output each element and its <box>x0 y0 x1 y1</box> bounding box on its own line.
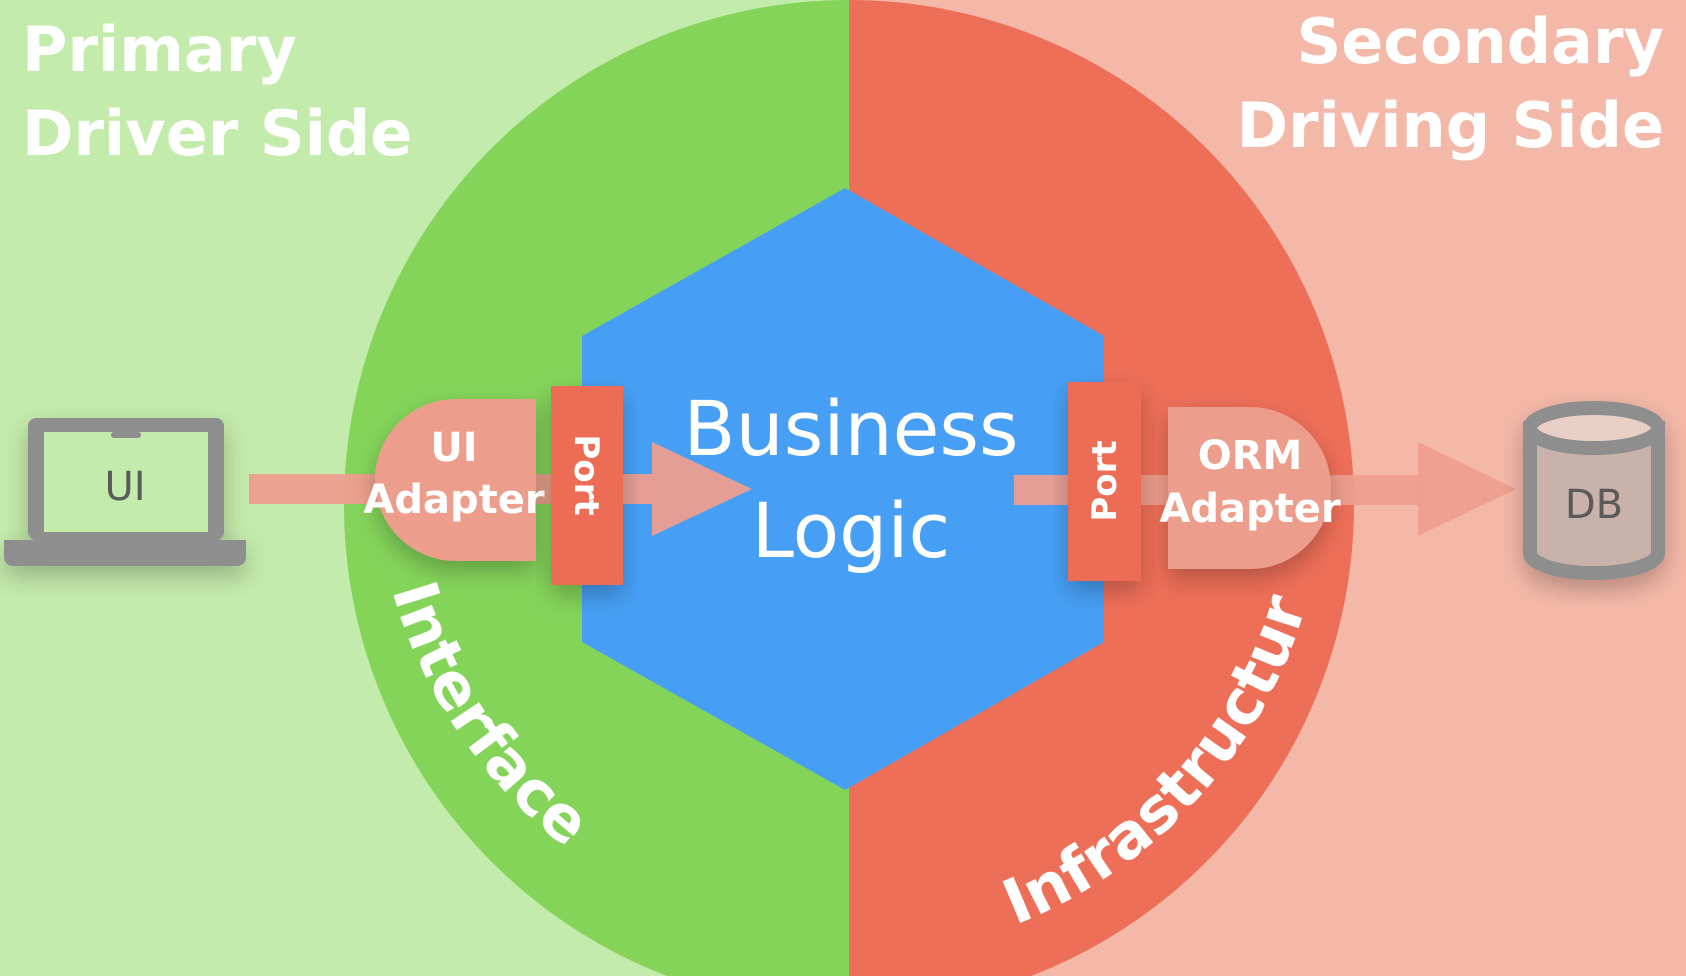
ui-adapter-label-line1: UI <box>430 425 477 471</box>
ui-adapter-label-line2: Adapter <box>363 477 544 523</box>
secondary-title-line1: Secondary <box>1296 5 1664 78</box>
orm-adapter-label-line1: ORM <box>1198 433 1303 479</box>
orm-adapter-label-line2: Adapter <box>1159 486 1340 532</box>
primary-title-line2: Driver Side <box>22 97 413 170</box>
db-device-label: DB <box>1565 482 1623 528</box>
left-port <box>551 386 623 585</box>
business-logic-label-line1: Business <box>683 384 1018 473</box>
orm-adapter <box>1168 407 1331 569</box>
left-port-label: Port <box>566 434 606 515</box>
primary-title-line1: Primary <box>22 13 297 86</box>
business-logic-label-line2: Logic <box>752 486 951 575</box>
laptop-icon <box>4 418 246 566</box>
right-port <box>1068 382 1141 581</box>
ui-adapter <box>375 399 536 561</box>
primary-driver-side-title: Primary Driver Side <box>22 8 412 176</box>
database-icon <box>1523 401 1665 580</box>
ui-device-label: UI <box>104 464 145 510</box>
secondary-title-line2: Driving Side <box>1236 89 1664 162</box>
business-logic-hexagon <box>582 188 1104 790</box>
secondary-driving-side-title: Secondary Driving Side <box>1237 0 1664 168</box>
right-port-label: Port <box>1085 440 1125 521</box>
